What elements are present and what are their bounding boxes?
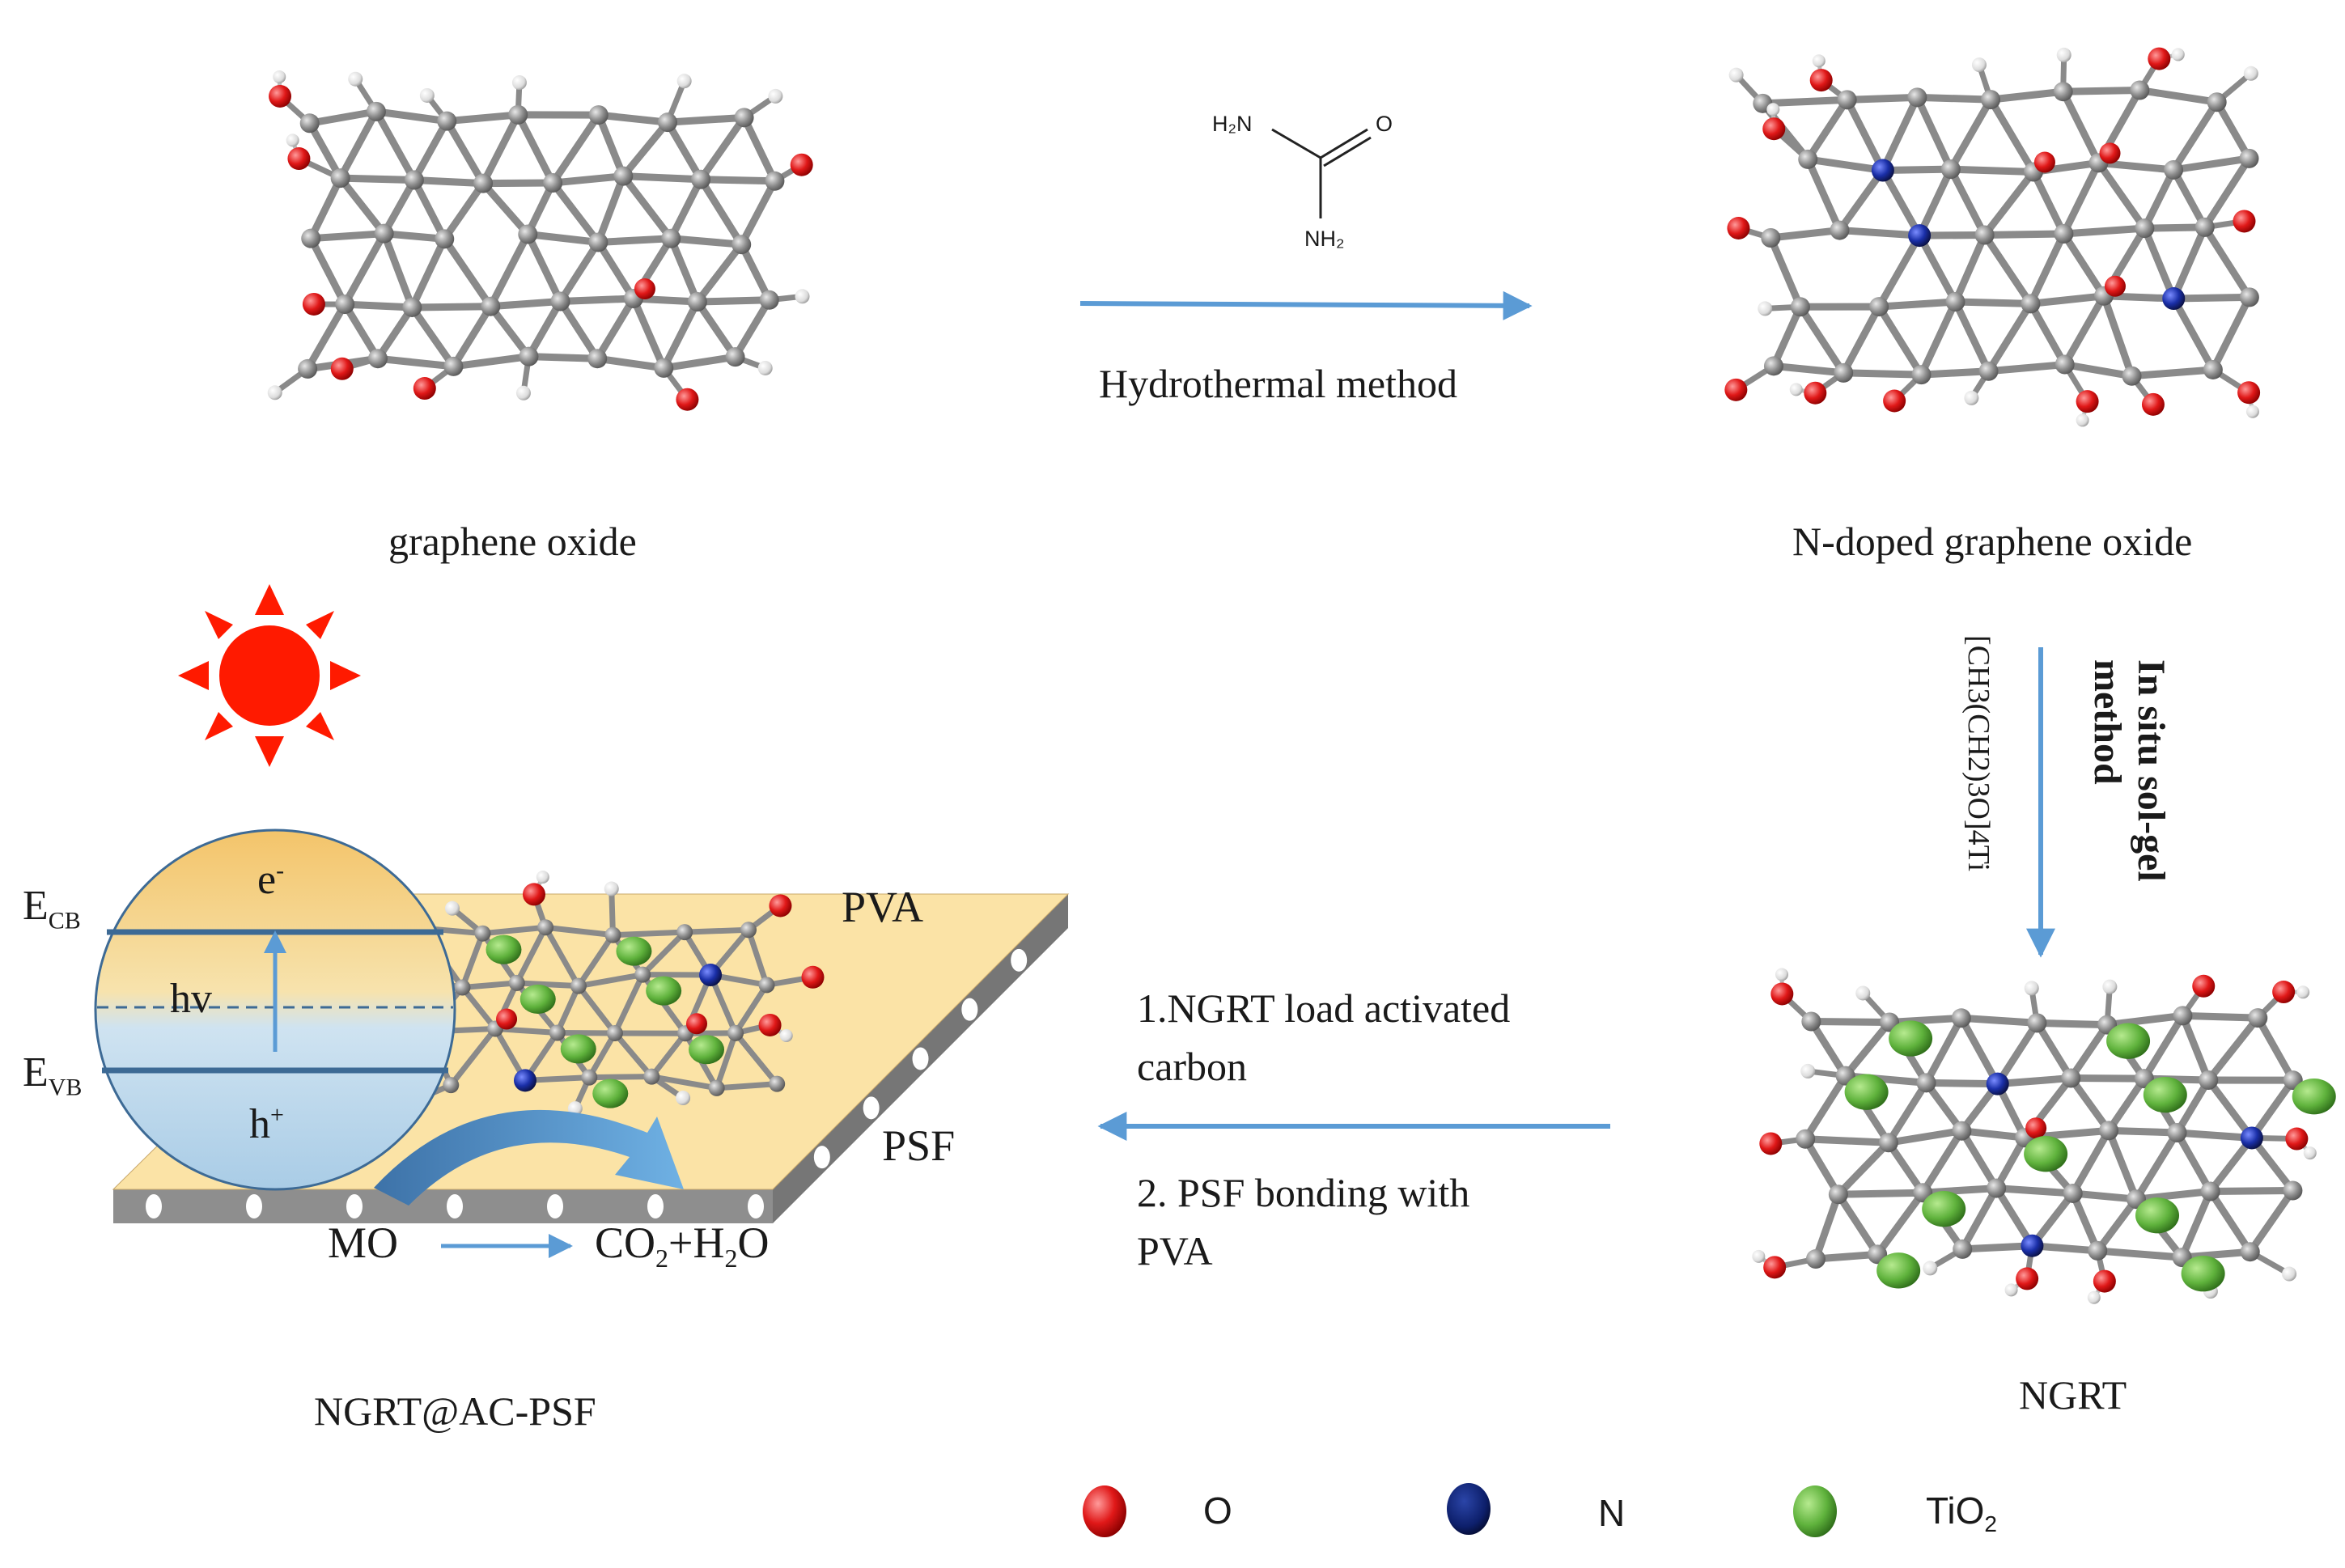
psf-pores [146,948,1028,1218]
legend-oxygen-swatch [1083,1485,1126,1537]
ecb-label: ECB [23,883,81,934]
psf-label: PSF [882,1121,956,1170]
evb-label: EVB [23,1049,83,1101]
n-doped-graphene-oxide-molecule [1724,47,2261,427]
legend-tio2-swatch [1793,1485,1837,1537]
ngrt-label: NGRT [2019,1372,2127,1418]
sol-gel-method-label: In situ sol-gel method [2086,659,2173,882]
products-label: CO2+H2O [595,1218,770,1273]
urea-nh2: NH₂ [1304,227,1345,251]
legend-oxygen-label: O [1203,1490,1232,1532]
urea-oxygen: O [1376,112,1393,136]
ti-precursor-label: [CH3(CH2)3O]4Ti [1961,635,1995,872]
hv-label: hv [170,976,212,1022]
product-label: NGRT@AC-PSF [314,1388,596,1434]
curved-electron-arrow [374,1109,684,1206]
legend-nitrogen-swatch [1447,1483,1491,1535]
membrane-ngrt-molecule [400,870,825,1117]
graphene-oxide-label: graphene oxide [388,519,637,564]
legend [1083,1483,1837,1537]
band-diagram-circle [94,828,456,1191]
pva-label: PVA [842,883,924,931]
hydrothermal-label: Hydrothermal method [1099,361,1457,406]
legend-tio2-label: TiO2 [1926,1490,1997,1537]
sun-icon [178,584,361,767]
electron-label: e- [257,857,285,903]
legend-nitrogen-label: N [1598,1492,1626,1534]
mo-label: MO [328,1218,399,1267]
hole-label: h+ [249,1101,284,1147]
urea-structure [1271,128,1372,218]
arrow-hydrothermal [1079,290,1533,320]
graphene-oxide-molecule [267,70,813,411]
ngrt-molecule [1752,968,2336,1304]
n-doped-label: N-doped graphene oxide [1792,519,2193,564]
step3-text-b: 2. PSF bonding with PVA [1137,1170,1470,1273]
step3-text-a: 1.NGRT load activated carbon [1137,985,1511,1089]
urea-h2n: H₂N [1212,112,1253,136]
